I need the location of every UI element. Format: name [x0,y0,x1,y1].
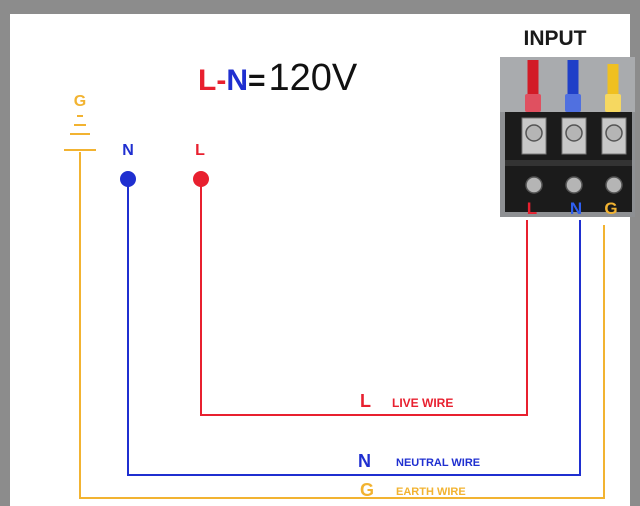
terminal-block: L N G [500,57,635,218]
input-header: INPUT [524,27,587,50]
terminal-label-neutral: N [570,199,582,218]
source-live-label: L [195,142,205,159]
source-ground-label: G [74,93,86,110]
screw-live-bottom [525,176,543,194]
title-live-letter: L [198,64,216,97]
terminal-label-live: L [527,199,537,218]
legend-earth-letter: G [360,480,374,500]
ground-icon [64,115,96,151]
title-voltage: 120V [269,57,358,99]
legend-live-letter: L [360,391,371,411]
screw-earth-bottom [605,176,623,194]
screw-earth-top [605,124,623,142]
live-wire [200,180,528,416]
neutral-wire [127,180,581,476]
legend-neutral-letter: N [358,451,371,471]
live-source-dot [193,171,209,187]
neutral-source-dot [120,171,136,187]
title-equation: L-N=120V [198,57,358,99]
frame-left [0,0,10,506]
input-sleeve-live [525,94,541,112]
legend-earth-text: EARTH WIRE [396,486,466,498]
title-dash: - [216,64,226,97]
title-equals: = [248,64,266,97]
frame-right [630,0,640,506]
legend-live-text: LIVE WIRE [392,396,453,410]
frame-top [0,0,640,14]
legend-neutral-text: NEUTRAL WIRE [396,457,480,469]
title-neutral-letter: N [226,64,248,97]
screw-neutral-top [565,124,583,142]
input-sleeve-neutral [565,94,581,112]
terminal-label-earth: G [604,199,617,218]
screw-neutral-bottom [565,176,583,194]
earth-wire [79,152,605,499]
screw-live-top [525,124,543,142]
source-neutral-label: N [122,142,134,159]
input-sleeve-earth [605,94,621,112]
terminal-base-ridge [505,160,632,166]
